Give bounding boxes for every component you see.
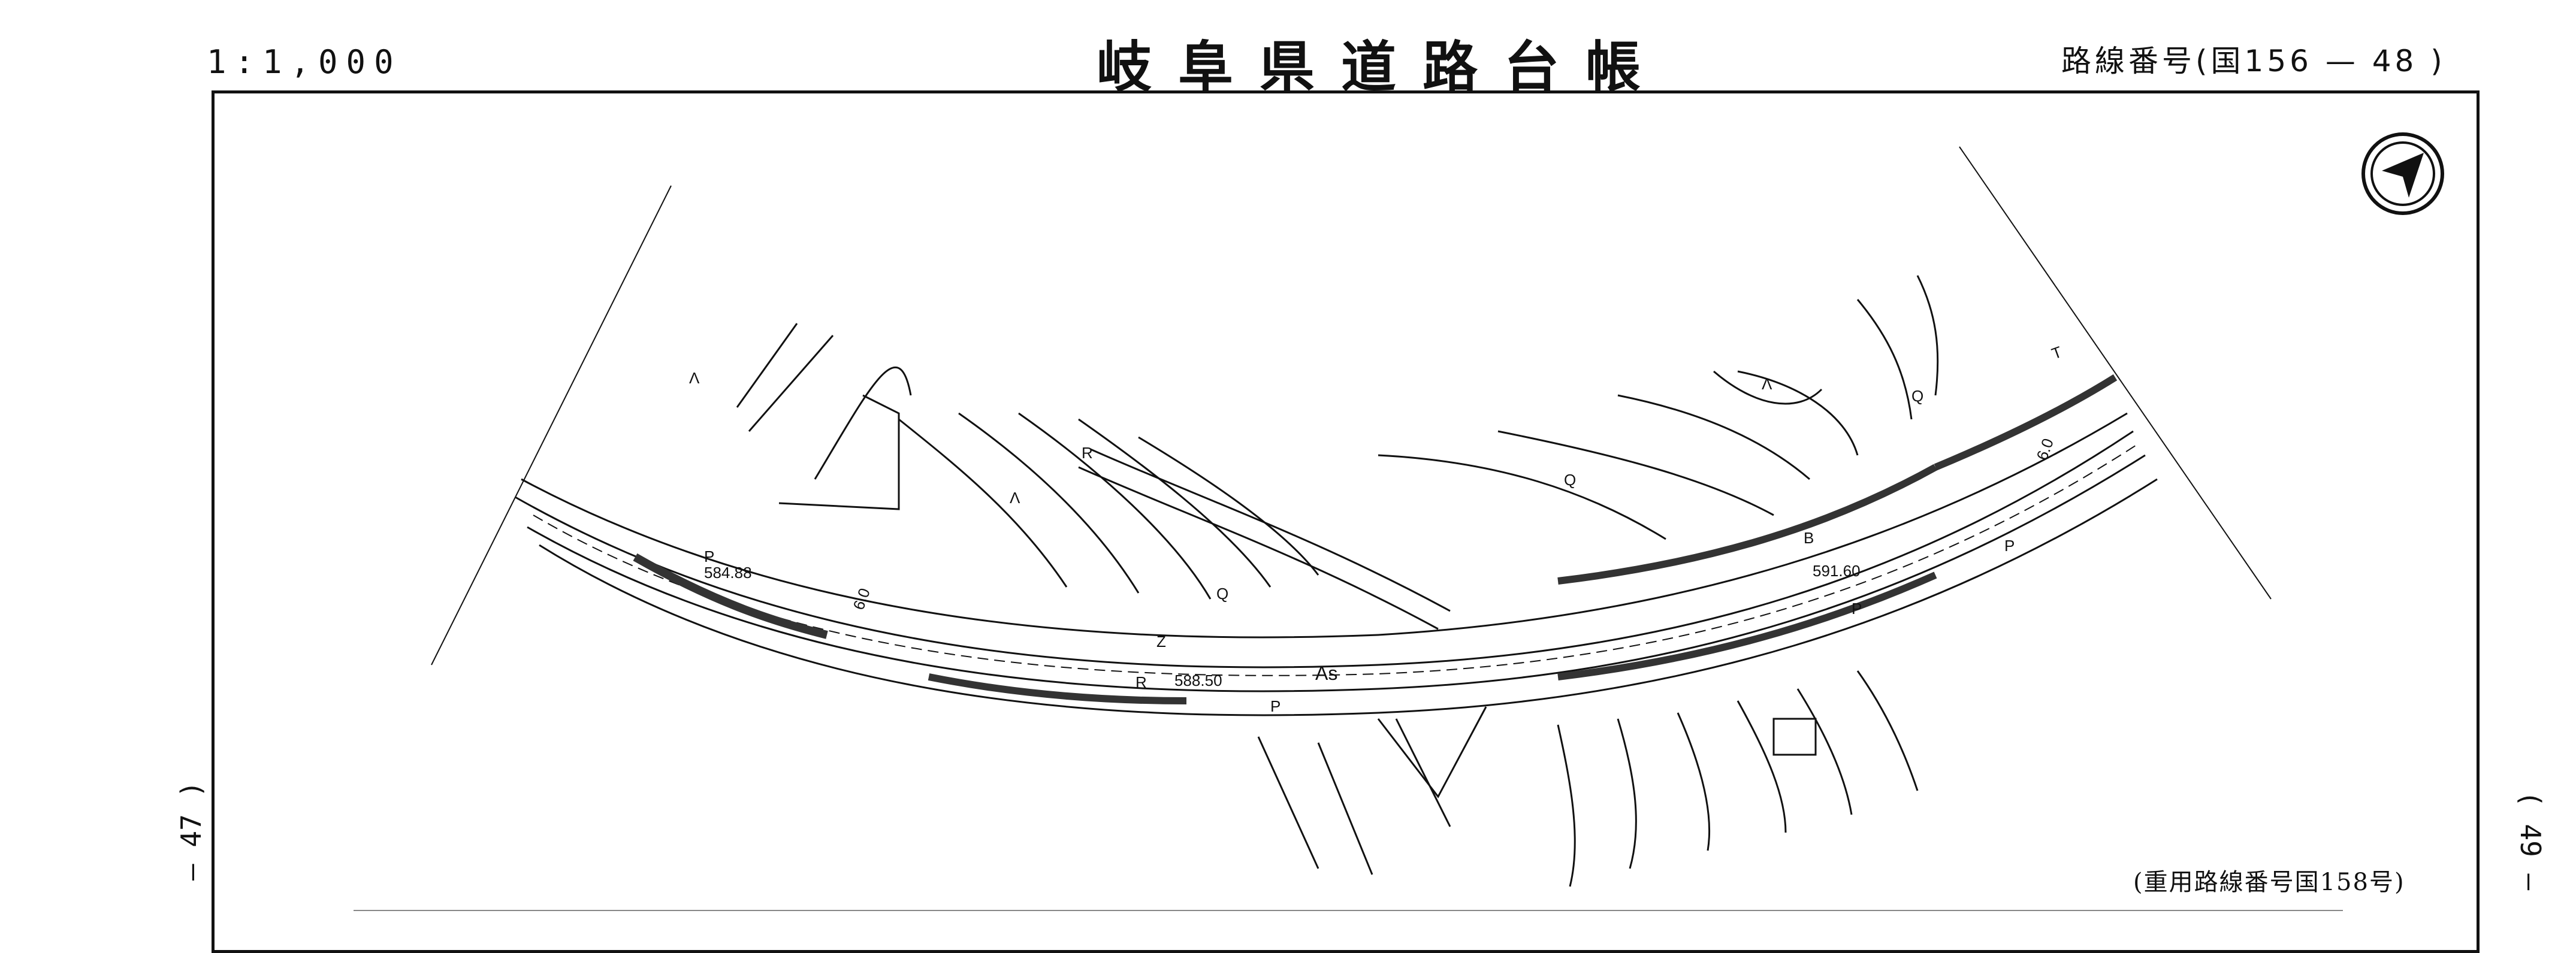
- width-label: 6.0: [2033, 436, 2057, 462]
- wall: [736, 323, 798, 408]
- z-mark: Z: [1156, 633, 1166, 651]
- surface-label: As: [1315, 662, 1337, 684]
- lambda-mark: Λ: [1762, 375, 1772, 393]
- station-label: 591.60: [1813, 562, 1861, 580]
- contour: [1916, 275, 1939, 396]
- contour: [1617, 394, 1810, 480]
- sidewalk-band-upper: [1557, 464, 1937, 585]
- road-edge-south: [539, 478, 2158, 716]
- q-mark: Q: [1216, 585, 1228, 603]
- p-mark: P: [2004, 537, 2015, 555]
- slope: [1257, 736, 1319, 869]
- contour: [1677, 712, 1711, 851]
- p-mark: P: [1852, 600, 1862, 618]
- contour: [1713, 370, 1823, 405]
- road-centerline: [533, 443, 2140, 676]
- lambda-mark: Λ: [1010, 489, 1020, 507]
- side-road: [778, 394, 900, 510]
- contour: [1796, 688, 1853, 815]
- lambda-mark: Λ: [689, 369, 700, 387]
- b-mark: B: [1804, 529, 1814, 547]
- north-arrow: [2361, 132, 2444, 215]
- contour: [958, 412, 1140, 594]
- sidewalk-band-left: [633, 553, 828, 639]
- r-mark: R: [1136, 673, 1147, 691]
- boundary-line-right: [1959, 146, 2272, 600]
- contour: [1078, 418, 1272, 588]
- station-label: 588.50: [1174, 671, 1222, 689]
- stream: [1395, 718, 1451, 827]
- sidewalk-band-center: [928, 673, 1187, 704]
- p-mark: P: [1270, 697, 1281, 715]
- contour: [898, 418, 1068, 588]
- t-symbol: T: [2049, 343, 2064, 363]
- sidewalk-band-right: [1557, 571, 1937, 680]
- sidewalk-band-ne: [1934, 374, 2118, 471]
- contour: [1557, 724, 1576, 887]
- contour: [1018, 412, 1212, 600]
- road-edge-north: [521, 412, 2128, 639]
- width-label: 6.0: [849, 586, 874, 612]
- ramp: [1078, 466, 1439, 630]
- contour: [1497, 430, 1774, 516]
- r-mark-upper: R: [1082, 444, 1093, 462]
- scale-label: 1:1,000: [207, 43, 402, 81]
- contour: [1856, 299, 1913, 420]
- right-page-number: ( 49 —: [2514, 791, 2547, 891]
- left-page-number: — 47 ): [175, 780, 207, 881]
- north-arrow-icon: [2382, 153, 2424, 198]
- q-mark: Q: [1911, 387, 1923, 405]
- map-title: 岐阜県道路台帳: [1097, 35, 1668, 99]
- road-edge-outer: [515, 430, 2134, 668]
- contour: [1138, 436, 1319, 576]
- ramp: [1090, 448, 1451, 612]
- stream: [1377, 706, 1487, 798]
- contour: [1617, 718, 1637, 869]
- contour: [1378, 454, 1666, 540]
- q-mark: Q: [1564, 471, 1576, 489]
- contour: [1737, 370, 1859, 456]
- contour: [1737, 700, 1787, 833]
- station-label: 584.88: [704, 564, 752, 582]
- shared-route-note: (重用路線番号国158号): [2133, 869, 2405, 896]
- wall: [748, 335, 834, 432]
- contour: [814, 366, 912, 480]
- building-outline: [1772, 718, 1817, 756]
- boundary-line-left: [431, 185, 672, 665]
- slope: [1317, 742, 1373, 875]
- p-mark: P: [704, 547, 714, 565]
- contour: [1856, 670, 1919, 791]
- route-number: 路線番号(国156 — 48 ): [2061, 44, 2446, 78]
- road-edge-inner: [527, 454, 2146, 692]
